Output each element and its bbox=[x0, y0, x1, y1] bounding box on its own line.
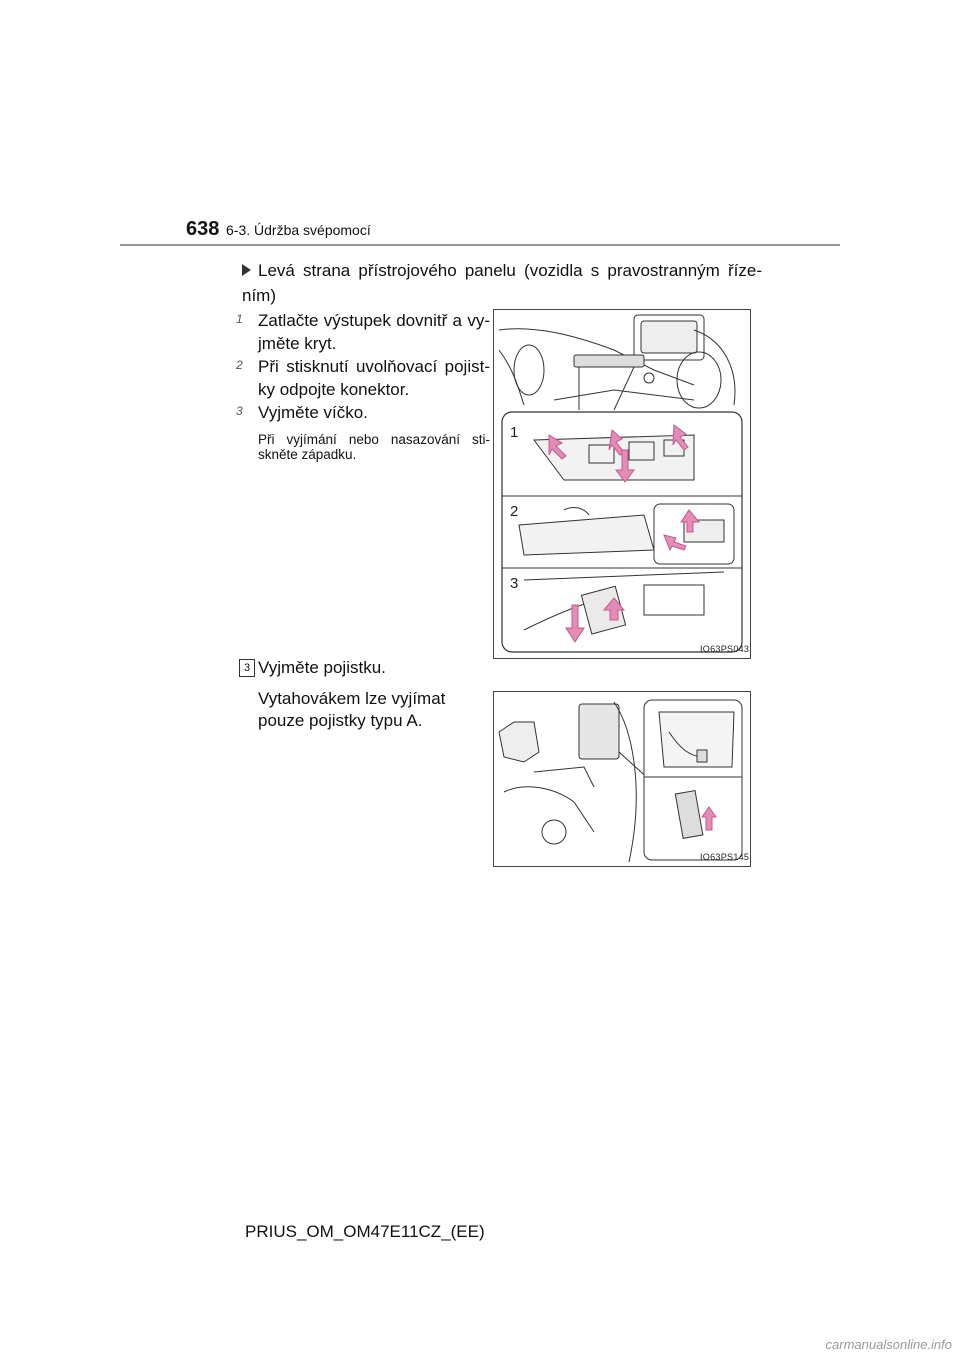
step-number: 2 bbox=[236, 358, 243, 372]
subheading-text: Levá strana přístrojového panelu (vozidl… bbox=[242, 261, 762, 305]
figure-dashboard: IO63PS043 1 2 3 bbox=[493, 309, 751, 659]
document-footer-code: PRIUS_OM_OM47E11CZ_(EE) bbox=[245, 1222, 485, 1241]
fuse-box-illustration bbox=[498, 699, 743, 863]
subheading: Levá strana přístrojového panelu (vozidl… bbox=[242, 258, 762, 308]
section-title: 6-3. Údržba svépomocí bbox=[226, 222, 371, 238]
note-text: Při vyjímání nebo nasazování sti-skněte … bbox=[258, 432, 490, 462]
dashboard-illustration bbox=[498, 314, 743, 653]
page-number: 638 bbox=[186, 218, 220, 240]
step-number: 3 bbox=[236, 404, 243, 418]
step-number: 1 bbox=[236, 312, 243, 326]
callout-number: 3 bbox=[510, 575, 519, 592]
header-divider bbox=[120, 244, 840, 246]
step-2-text: Při stisknutí uvolňovací pojist-ky odpoj… bbox=[258, 357, 490, 399]
figure-code: IO63PS145 bbox=[700, 852, 750, 862]
step-title: Vyjměte pojistku. bbox=[258, 658, 386, 677]
triangle-bullet-icon bbox=[242, 264, 251, 276]
figure-code: IO63PS043 bbox=[700, 644, 750, 654]
step-number-square: 3 bbox=[239, 659, 255, 677]
callout-number: 1 bbox=[510, 424, 519, 441]
step-3-text: Vyjměte víčko. bbox=[258, 403, 368, 422]
watermark: carmanualsonline.info bbox=[825, 1337, 952, 1352]
figure-fuse-box: IO63PS145 bbox=[493, 691, 751, 867]
step-1-text: Zatlačte výstupek dovnitř a vy-jměte kry… bbox=[258, 311, 490, 353]
step-detail: Vytahovákem lze vyjímat pouze pojistky t… bbox=[258, 689, 446, 730]
callout-number: 2 bbox=[510, 503, 519, 520]
